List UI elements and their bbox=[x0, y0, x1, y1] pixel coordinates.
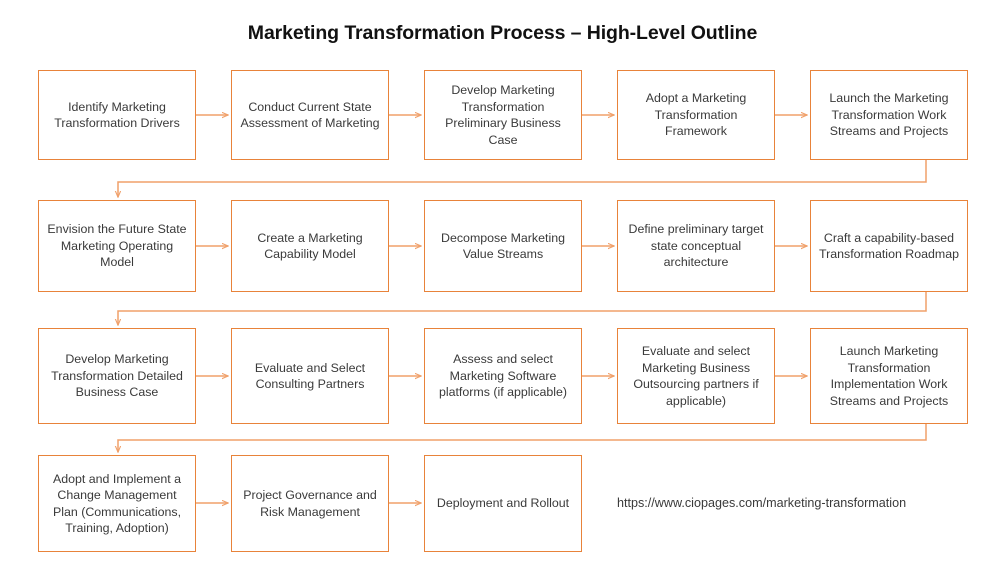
process-node-n10[interactable]: Craft a capability-based Transformation … bbox=[810, 200, 968, 292]
process-node-n8[interactable]: Decompose Marketing Value Streams bbox=[424, 200, 582, 292]
process-node-label: Identify Marketing Transformation Driver… bbox=[54, 99, 180, 131]
process-node-n6[interactable]: Envision the Future State Marketing Oper… bbox=[38, 200, 196, 292]
process-node-label: Envision the Future State Marketing Oper… bbox=[47, 222, 187, 270]
process-node-n16[interactable]: Adopt and Implement a Change Management … bbox=[38, 455, 196, 552]
process-node-label: Define preliminary target state conceptu… bbox=[628, 222, 764, 270]
process-node-n3[interactable]: Develop Marketing Transformation Prelimi… bbox=[424, 70, 582, 160]
process-node-n17[interactable]: Project Governance and Risk Management bbox=[231, 455, 389, 552]
process-node-label: Deployment and Rollout bbox=[436, 496, 570, 511]
connector-wrap-row1-row2 bbox=[118, 160, 927, 197]
process-node-n2[interactable]: Conduct Current State Assessment of Mark… bbox=[231, 70, 389, 160]
process-node-label: Evaluate and select Marketing Business O… bbox=[633, 344, 759, 408]
process-node-label: Launch Marketing Transformation Implemen… bbox=[829, 344, 949, 408]
process-node-n11[interactable]: Develop Marketing Transformation Detaile… bbox=[38, 328, 196, 424]
process-node-n13[interactable]: Assess and select Marketing Software pla… bbox=[424, 328, 582, 424]
process-node-n15[interactable]: Launch Marketing Transformation Implemen… bbox=[810, 328, 968, 424]
process-node-label: Develop Marketing Transformation Detaile… bbox=[51, 352, 183, 400]
process-node-label: Assess and select Marketing Software pla… bbox=[438, 352, 568, 400]
process-node-label: Adopt and Implement a Change Management … bbox=[52, 471, 182, 536]
process-node-label: Evaluate and Select Consulting Partners bbox=[254, 360, 366, 392]
process-node-n12[interactable]: Evaluate and Select Consulting Partners bbox=[231, 328, 389, 424]
process-node-n14[interactable]: Evaluate and select Marketing Business O… bbox=[617, 328, 775, 424]
process-node-label: Project Governance and Risk Management bbox=[243, 488, 377, 519]
process-node-n9[interactable]: Define preliminary target state conceptu… bbox=[617, 200, 775, 292]
process-node-label: Conduct Current State Assessment of Mark… bbox=[240, 99, 380, 131]
connector-wrap-row2-row3 bbox=[118, 292, 927, 325]
process-node-label: Adopt a Marketing Transformation Framewo… bbox=[645, 91, 747, 139]
process-node-n7[interactable]: Create a Marketing Capability Model bbox=[231, 200, 389, 292]
process-node-n5[interactable]: Launch the Marketing Transformation Work… bbox=[810, 70, 968, 160]
process-node-label: Decompose Marketing Value Streams bbox=[441, 230, 565, 262]
connector-wrap-row3-row4 bbox=[118, 424, 927, 452]
process-node-n4[interactable]: Adopt a Marketing Transformation Framewo… bbox=[617, 70, 775, 160]
process-node-label: Craft a capability-based Transformation … bbox=[818, 230, 960, 262]
page-title: Marketing Transformation Process – High-… bbox=[247, 22, 758, 44]
process-node-label: Develop Marketing Transformation Prelimi… bbox=[445, 83, 561, 147]
process-node-n18[interactable]: Deployment and Rollout bbox=[424, 455, 582, 552]
process-node-label: Create a Marketing Capability Model bbox=[257, 230, 363, 262]
process-node-label: Launch the Marketing Transformation Work… bbox=[829, 91, 949, 139]
process-node-n1[interactable]: Identify Marketing Transformation Driver… bbox=[38, 70, 196, 160]
source-url-text: https://www.ciopages.com/marketing-trans… bbox=[617, 496, 907, 510]
